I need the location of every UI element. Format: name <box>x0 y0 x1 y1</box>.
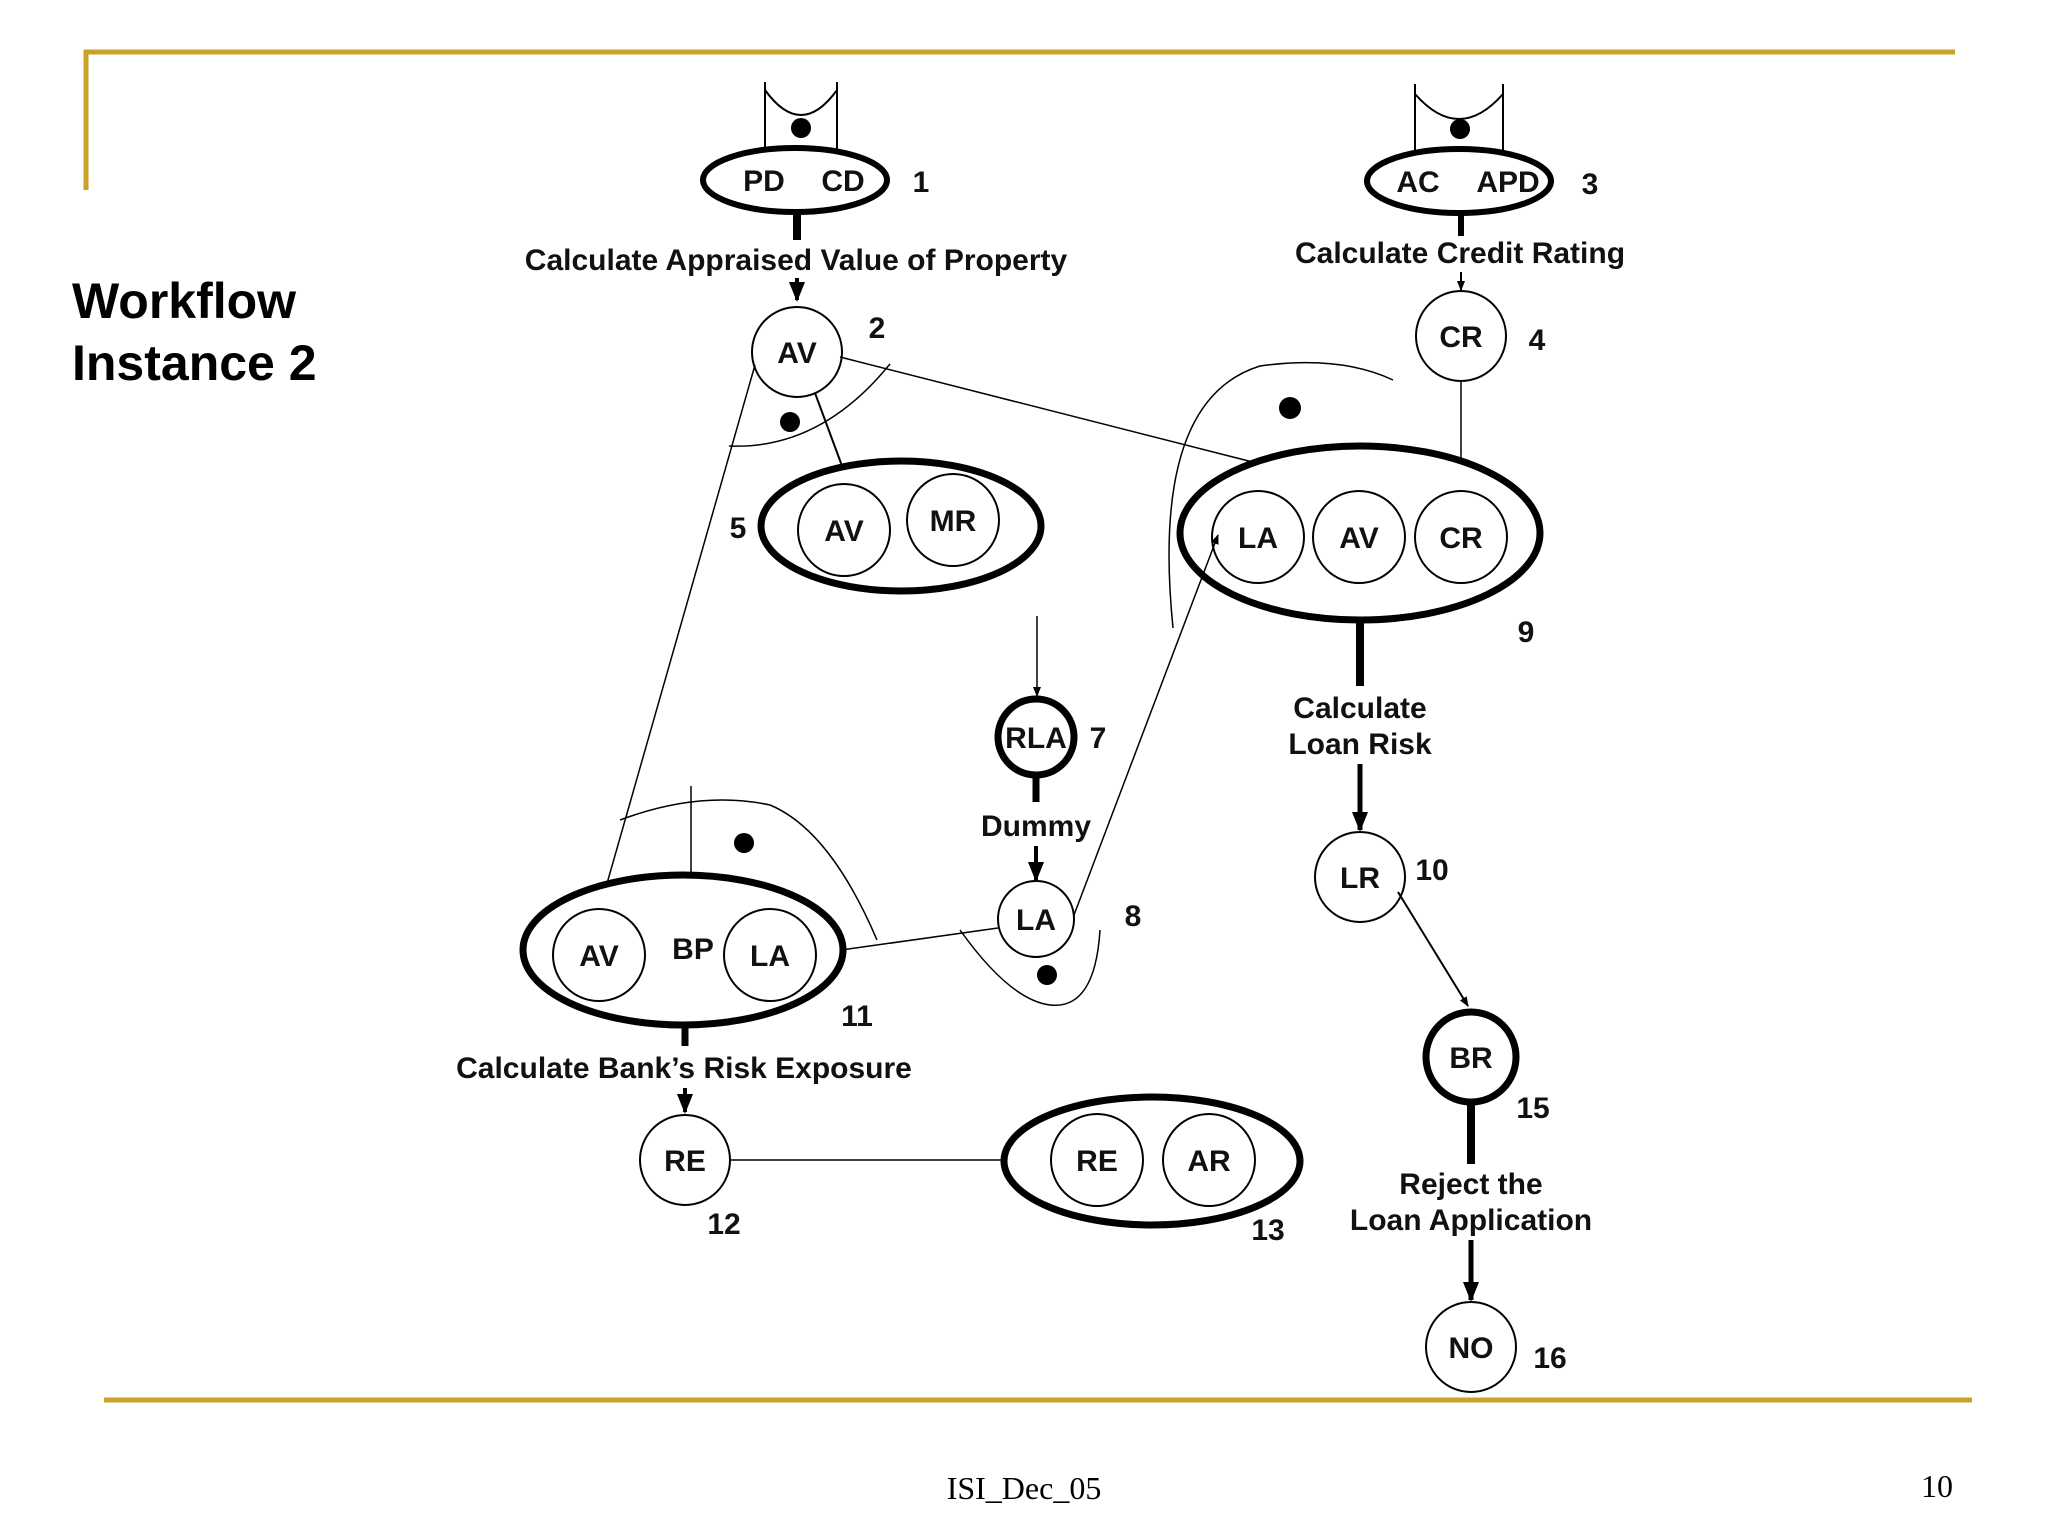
place-11-label-a: AV <box>579 940 618 973</box>
arc-8-to-11 <box>819 927 999 956</box>
place-10-circle <box>1314 831 1406 923</box>
place-8: LA 8 <box>997 880 1142 958</box>
place-3-label-b: APD <box>1476 166 1539 199</box>
place-16-number: 16 <box>1533 1342 1566 1375</box>
place-12-label: RE <box>664 1145 706 1178</box>
token-dot <box>1450 119 1470 139</box>
place-1-oval <box>700 145 890 215</box>
place-3-label-a: AC <box>1396 166 1439 199</box>
slide-title-line2: Instance 2 <box>72 335 317 391</box>
transition-11-label: Calculate Bank’s Risk Exposure <box>456 1052 912 1085</box>
place-16-circle <box>1425 1301 1517 1393</box>
token-dot <box>791 118 811 138</box>
place-5: AV MR 5 <box>730 457 1045 595</box>
place-13-label-b: AR <box>1187 1145 1231 1178</box>
place-13-label-a: RE <box>1076 1145 1118 1178</box>
place-8-circle <box>997 880 1075 958</box>
transition-1-label: Calculate Appraised Value of Property <box>525 244 1068 277</box>
transition-7-label: Dummy <box>981 810 1091 843</box>
transition-9-label-line1: Calculate <box>1293 692 1426 725</box>
place-7-number: 7 <box>1090 722 1107 755</box>
place-5-label-b: MR <box>930 505 977 538</box>
arc-9-bracket <box>1168 361 1394 629</box>
token-dot <box>734 833 754 853</box>
place-9-inner-av <box>1312 490 1406 584</box>
token-dot <box>780 412 800 432</box>
place-9-label-c: CR <box>1439 522 1483 555</box>
place-9: LA AV CR 9 <box>1168 361 1544 649</box>
place-11-inner-av <box>552 908 646 1002</box>
token-dot <box>1279 397 1301 419</box>
arc-8-to-9 <box>1073 534 1219 916</box>
place-9-number: 9 <box>1518 616 1535 649</box>
place-5-inner-av <box>797 483 891 577</box>
place-11: AV BP LA 11 <box>519 786 878 1033</box>
place-9-label-a: LA <box>1238 522 1278 555</box>
place-1-label-b: CD <box>821 165 864 198</box>
place-5-label-a: AV <box>824 515 863 548</box>
accent-rules <box>83 49 1972 1403</box>
place-4-label: CR <box>1439 321 1483 354</box>
slide-title: Workflow Instance 2 <box>72 270 392 394</box>
place-7: RLA 7 <box>994 695 1107 779</box>
place-16-label: NO <box>1449 1332 1494 1365</box>
arc-2-to-11 <box>598 364 756 909</box>
place-2-circle <box>751 306 843 398</box>
place-4: CR 4 <box>1415 290 1546 382</box>
arc-8-bracket <box>959 929 1101 1006</box>
place-11-label-b: BP <box>672 933 714 966</box>
place-13: RE AR 13 <box>1000 1093 1304 1247</box>
place-9-inner-cr <box>1414 490 1508 584</box>
place-11-label-c: LA <box>750 940 790 973</box>
arc-2-bracket <box>728 363 891 447</box>
footer-label: ISI_Dec_05 <box>946 1470 1102 1506</box>
arc-11-bracket <box>619 799 878 941</box>
place-13-inner-re <box>1050 1113 1144 1207</box>
transition-15-label-line1: Reject the <box>1399 1168 1542 1201</box>
place-13-number: 13 <box>1251 1214 1284 1247</box>
place-15-label: BR <box>1449 1042 1493 1075</box>
token-dot <box>1037 965 1057 985</box>
place-7-label: RLA <box>1005 722 1067 755</box>
place-2-label: AV <box>777 337 816 370</box>
place-12-number: 12 <box>707 1208 740 1241</box>
slide-title-line1: Workflow <box>72 273 297 329</box>
place-3: AC APD 3 <box>1364 84 1599 216</box>
place-1-label-a: PD <box>743 165 785 198</box>
arc-2-to-5 <box>814 392 846 475</box>
arc-10-to-15 <box>1397 891 1469 1007</box>
place-16: NO 16 <box>1425 1301 1567 1393</box>
place-12: RE 12 <box>639 1114 741 1241</box>
input-arc-3 <box>1414 84 1504 160</box>
place-11-number: 11 <box>841 1000 873 1033</box>
place-10-label: LR <box>1340 862 1380 895</box>
place-1-number: 1 <box>913 166 930 199</box>
place-3-oval <box>1364 146 1554 216</box>
transition-3-label: Calculate Credit Rating <box>1295 237 1625 270</box>
place-8-number: 8 <box>1125 900 1142 933</box>
transition-15-label-line2: Loan Application <box>1350 1204 1592 1237</box>
place-15: BR 15 <box>1422 1008 1550 1125</box>
place-11-inner-la <box>723 908 817 1002</box>
place-8-label: LA <box>1016 904 1056 937</box>
place-5-number: 5 <box>730 512 747 545</box>
place-2: AV 2 <box>751 306 886 398</box>
place-1: PD CD 1 <box>700 82 930 215</box>
place-2-number: 2 <box>869 312 886 345</box>
place-10: LR 10 <box>1314 831 1449 923</box>
place-9-label-b: AV <box>1339 522 1378 555</box>
place-15-number: 15 <box>1516 1092 1549 1125</box>
transition-9-label-line2: Loan Risk <box>1288 728 1432 761</box>
place-4-number: 4 <box>1529 324 1546 357</box>
place-5-inner-mr <box>906 473 1000 567</box>
place-3-number: 3 <box>1582 168 1599 201</box>
place-10-number: 10 <box>1415 854 1448 887</box>
place-13-inner-ar <box>1162 1113 1256 1207</box>
page-number: 10 <box>1921 1468 1953 1504</box>
